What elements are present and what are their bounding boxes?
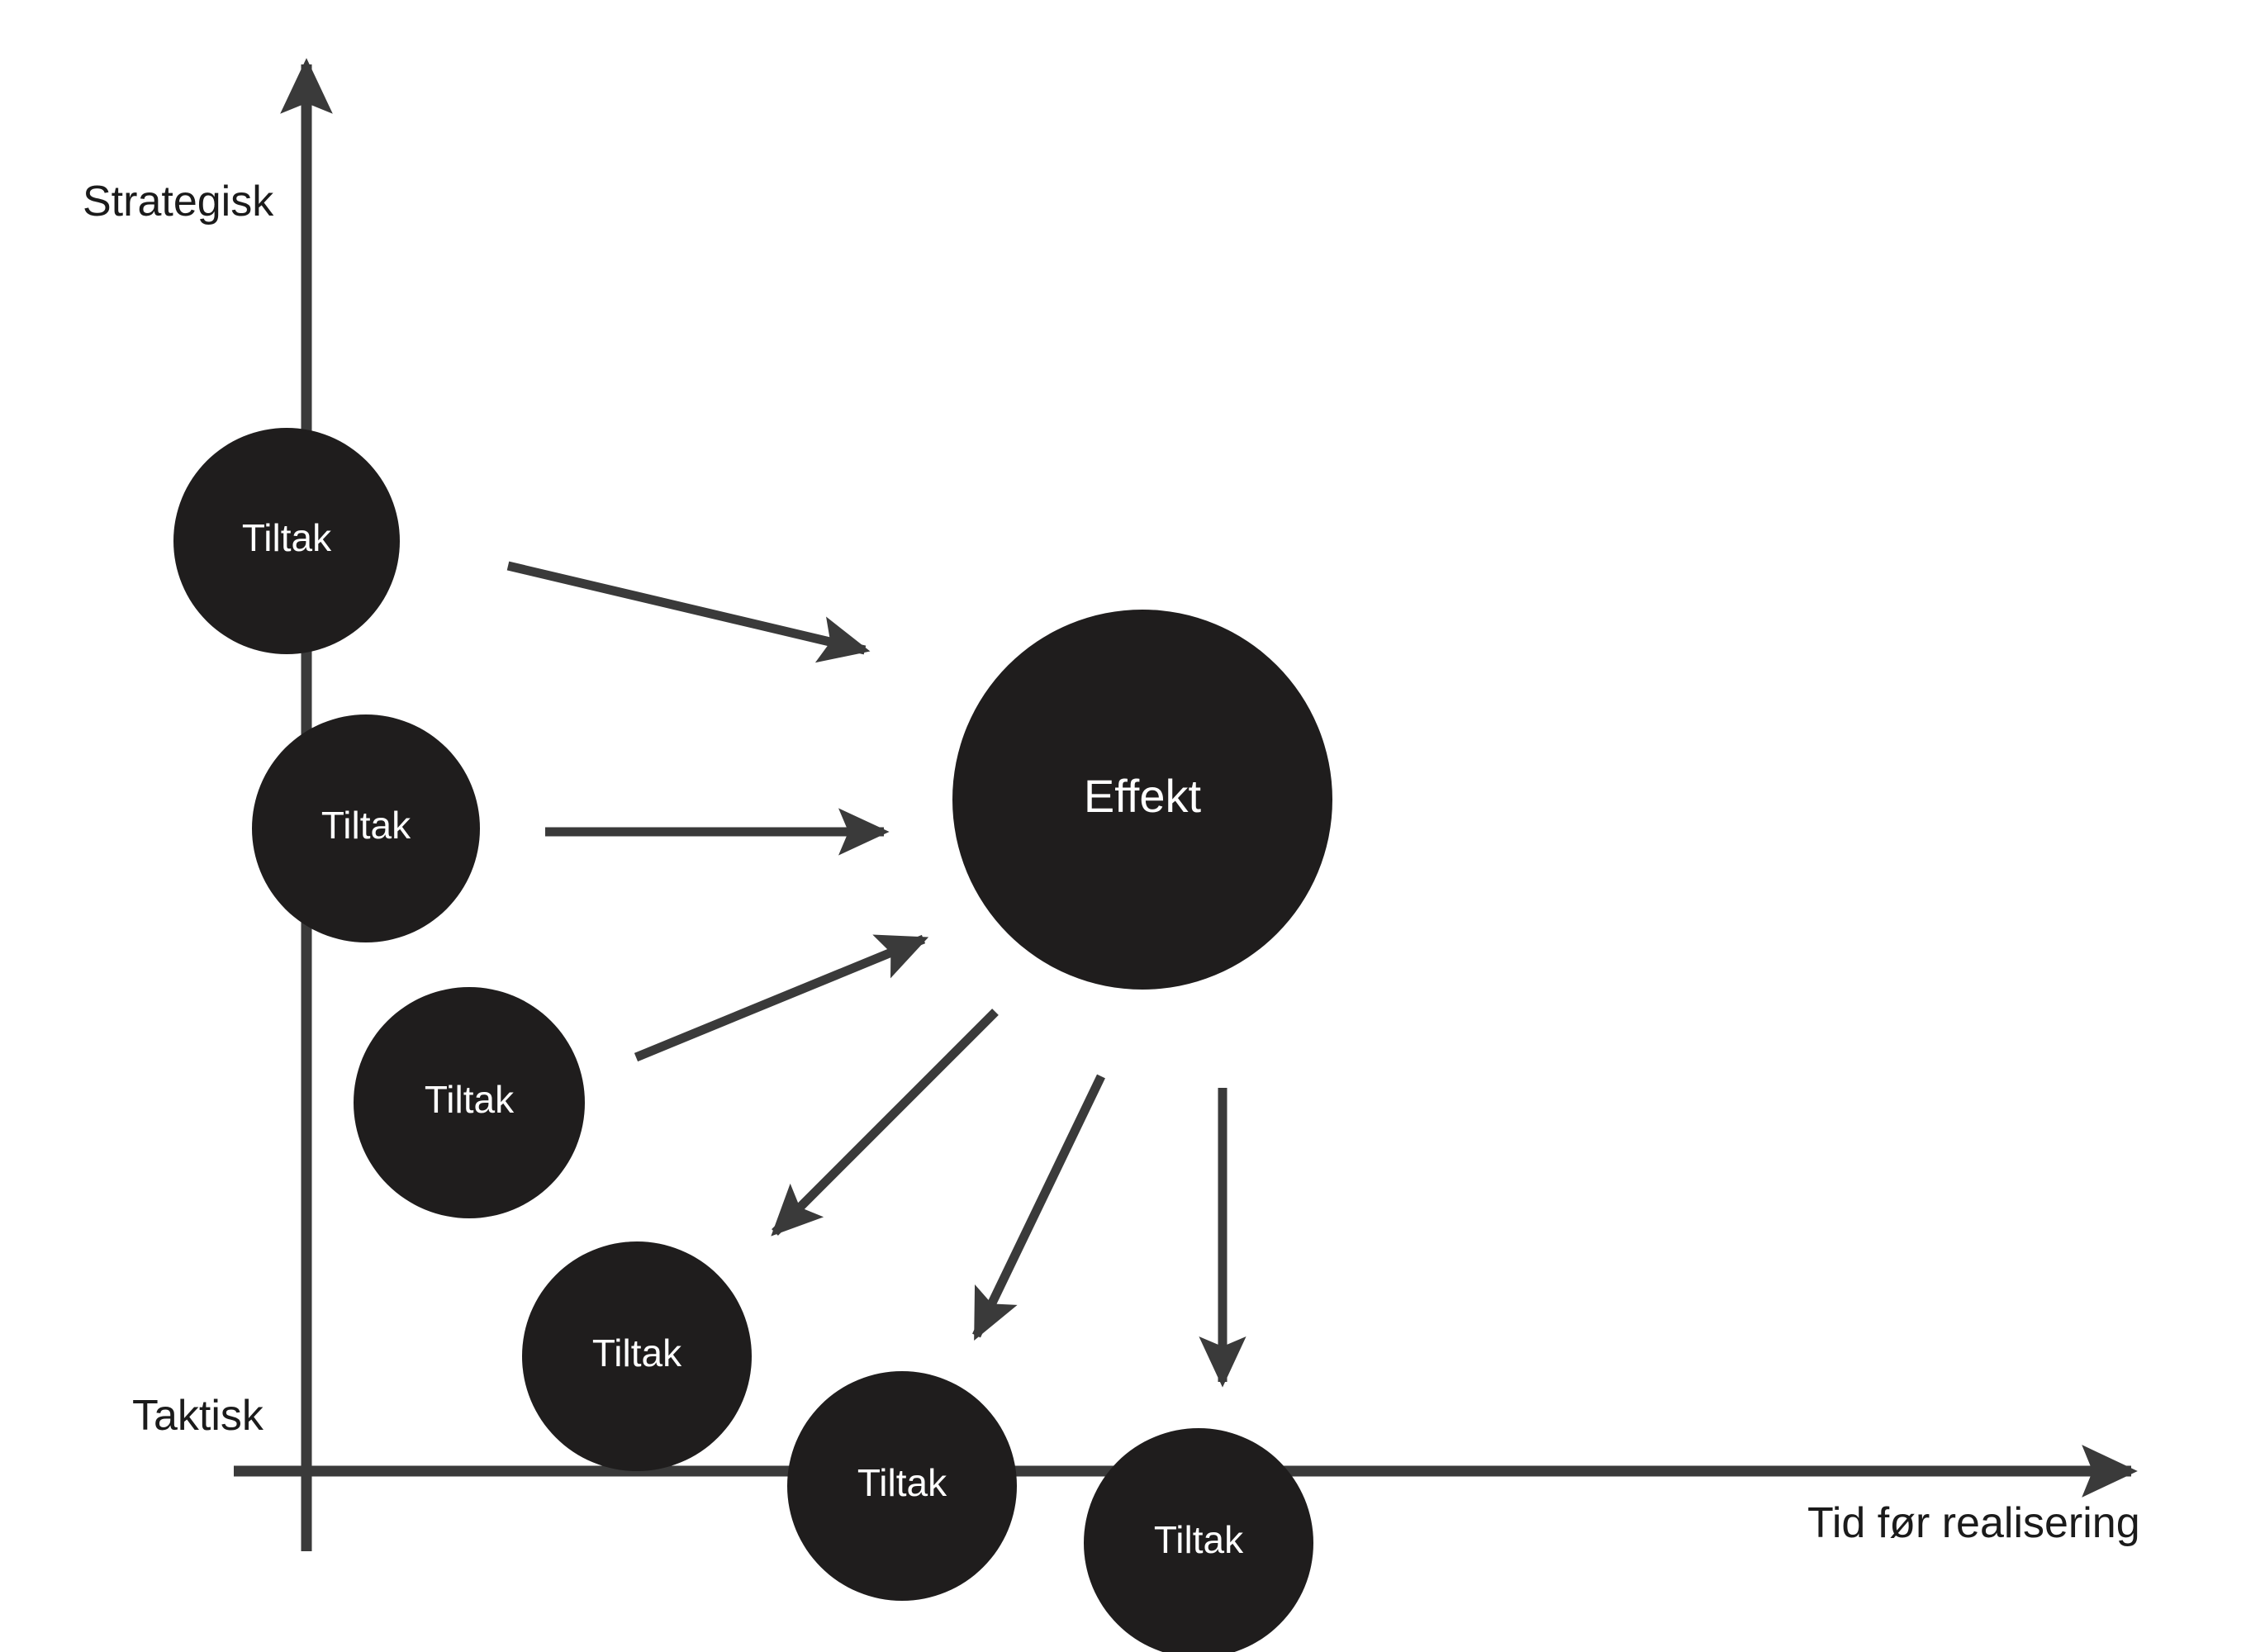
node-circle-tiltak-3[interactable] — [354, 987, 585, 1218]
node-tiltak-2[interactable]: Tiltak — [252, 714, 480, 942]
node-circle-tiltak-1[interactable] — [173, 428, 400, 654]
node-label-tiltak-4: Tiltak — [592, 1332, 682, 1374]
node-tiltak-4[interactable]: Tiltak — [522, 1241, 752, 1471]
node-label-tiltak-6: Tiltak — [1154, 1518, 1244, 1561]
y-axis-bottom-label: Taktisk — [132, 1392, 264, 1440]
node-tiltak-1[interactable]: Tiltak — [173, 428, 400, 654]
arrow-tiltak3-to-effekt — [634, 934, 929, 1062]
node-label-tiltak-1: Tiltak — [242, 516, 332, 559]
connectors-group — [506, 561, 1246, 1388]
node-tiltak-6[interactable]: Tiltak — [1084, 1428, 1313, 1652]
y-axis-top-label: Strategisk — [83, 178, 274, 225]
node-tiltak-3[interactable]: Tiltak — [354, 987, 585, 1218]
node-circle-tiltak-4[interactable] — [522, 1241, 752, 1471]
node-label-tiltak-2: Tiltak — [321, 804, 411, 847]
node-label-effekt: Effekt — [1084, 770, 1202, 822]
nodes-group: TiltakTiltakTiltakTiltakTiltakTiltakEffe… — [173, 428, 1332, 1652]
arrow-tiltak1-to-effekt — [506, 561, 871, 663]
node-circle-effekt[interactable] — [952, 610, 1332, 990]
node-label-tiltak-5: Tiltak — [857, 1461, 947, 1504]
arrow-effekt-to-tiltak5 — [972, 1074, 1105, 1341]
arrow-effekt-to-tiltak4 — [771, 1009, 999, 1237]
node-label-tiltak-3: Tiltak — [425, 1078, 515, 1121]
node-circle-tiltak-6[interactable] — [1084, 1428, 1313, 1652]
node-tiltak-5[interactable]: Tiltak — [787, 1371, 1017, 1601]
node-circle-tiltak-2[interactable] — [252, 714, 480, 942]
node-circle-tiltak-5[interactable] — [787, 1371, 1017, 1601]
x-axis-label: Tid før realisering — [1807, 1499, 2140, 1547]
node-effekt[interactable]: Effekt — [952, 610, 1332, 990]
